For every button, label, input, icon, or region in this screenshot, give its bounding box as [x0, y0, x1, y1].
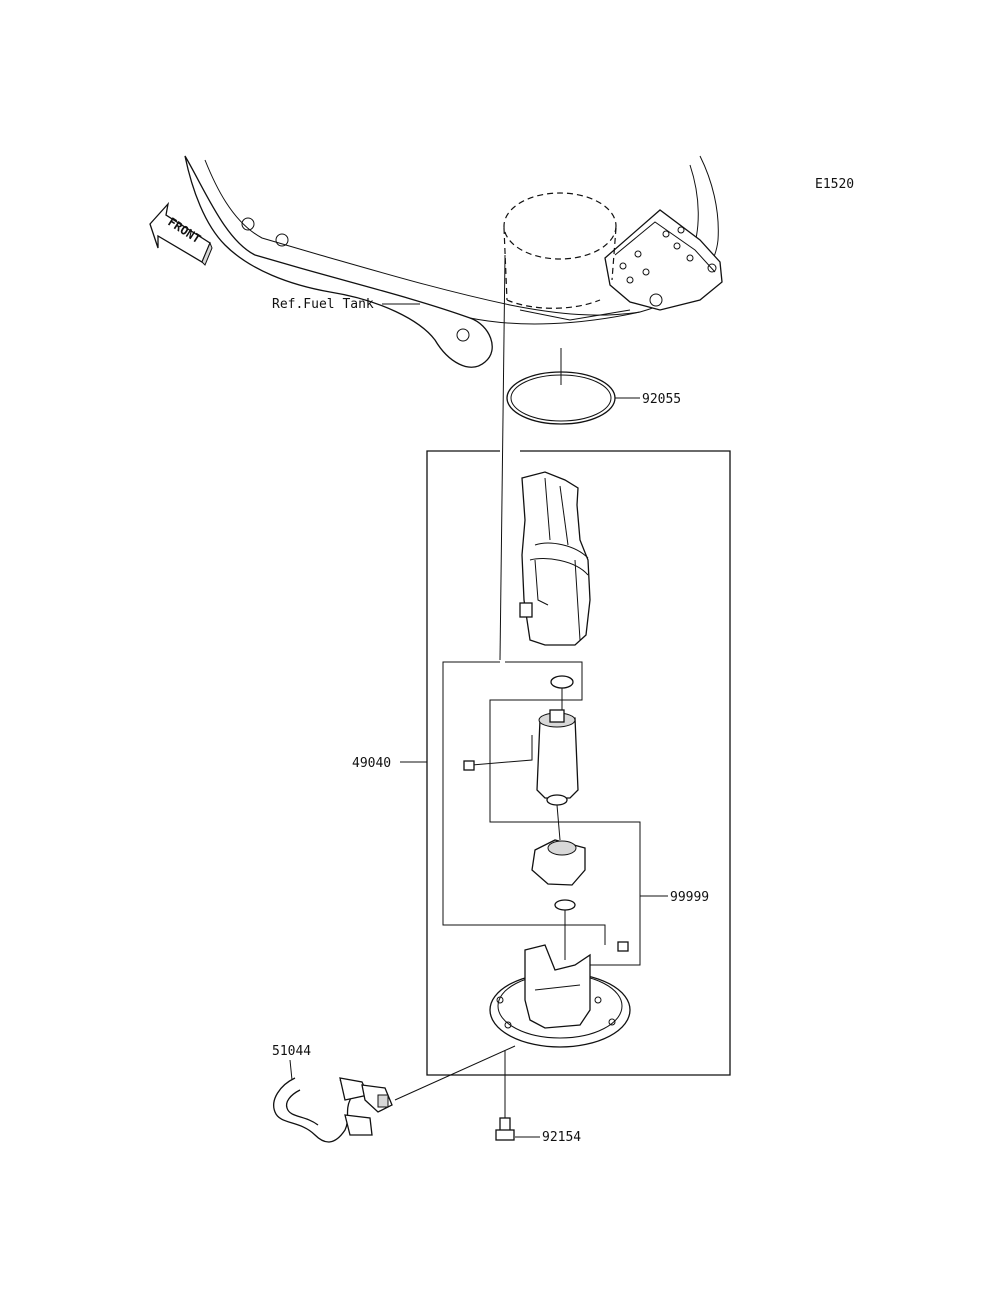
pump-assembly-frame	[426, 450, 731, 1076]
bolt-92154	[495, 1117, 515, 1141]
ref-fuel-tank-label: Ref.Fuel Tank	[272, 297, 374, 312]
tank-opening	[503, 192, 617, 309]
part-label-92055: 92055	[642, 392, 681, 407]
screw-small	[463, 760, 475, 771]
fuel-tank-outline	[184, 155, 723, 368]
pump-flange-base	[489, 944, 631, 1048]
screw-right	[617, 941, 629, 952]
washer-top	[550, 675, 574, 689]
part-label-99999: 99999	[670, 890, 709, 905]
pump-filter	[531, 839, 586, 886]
fuel-hose	[273, 1077, 393, 1143]
washer-bottom	[554, 899, 576, 911]
inner-kit-frame	[442, 661, 641, 966]
part-label-51044: 51044	[272, 1044, 311, 1059]
center-axis-line	[499, 254, 506, 661]
diagram-code: E1520	[815, 177, 854, 192]
part-label-49040: 49040	[352, 756, 391, 771]
pump-motor	[471, 709, 579, 806]
pump-upper-housing	[519, 471, 591, 646]
part-label-92154: 92154	[542, 1130, 581, 1145]
